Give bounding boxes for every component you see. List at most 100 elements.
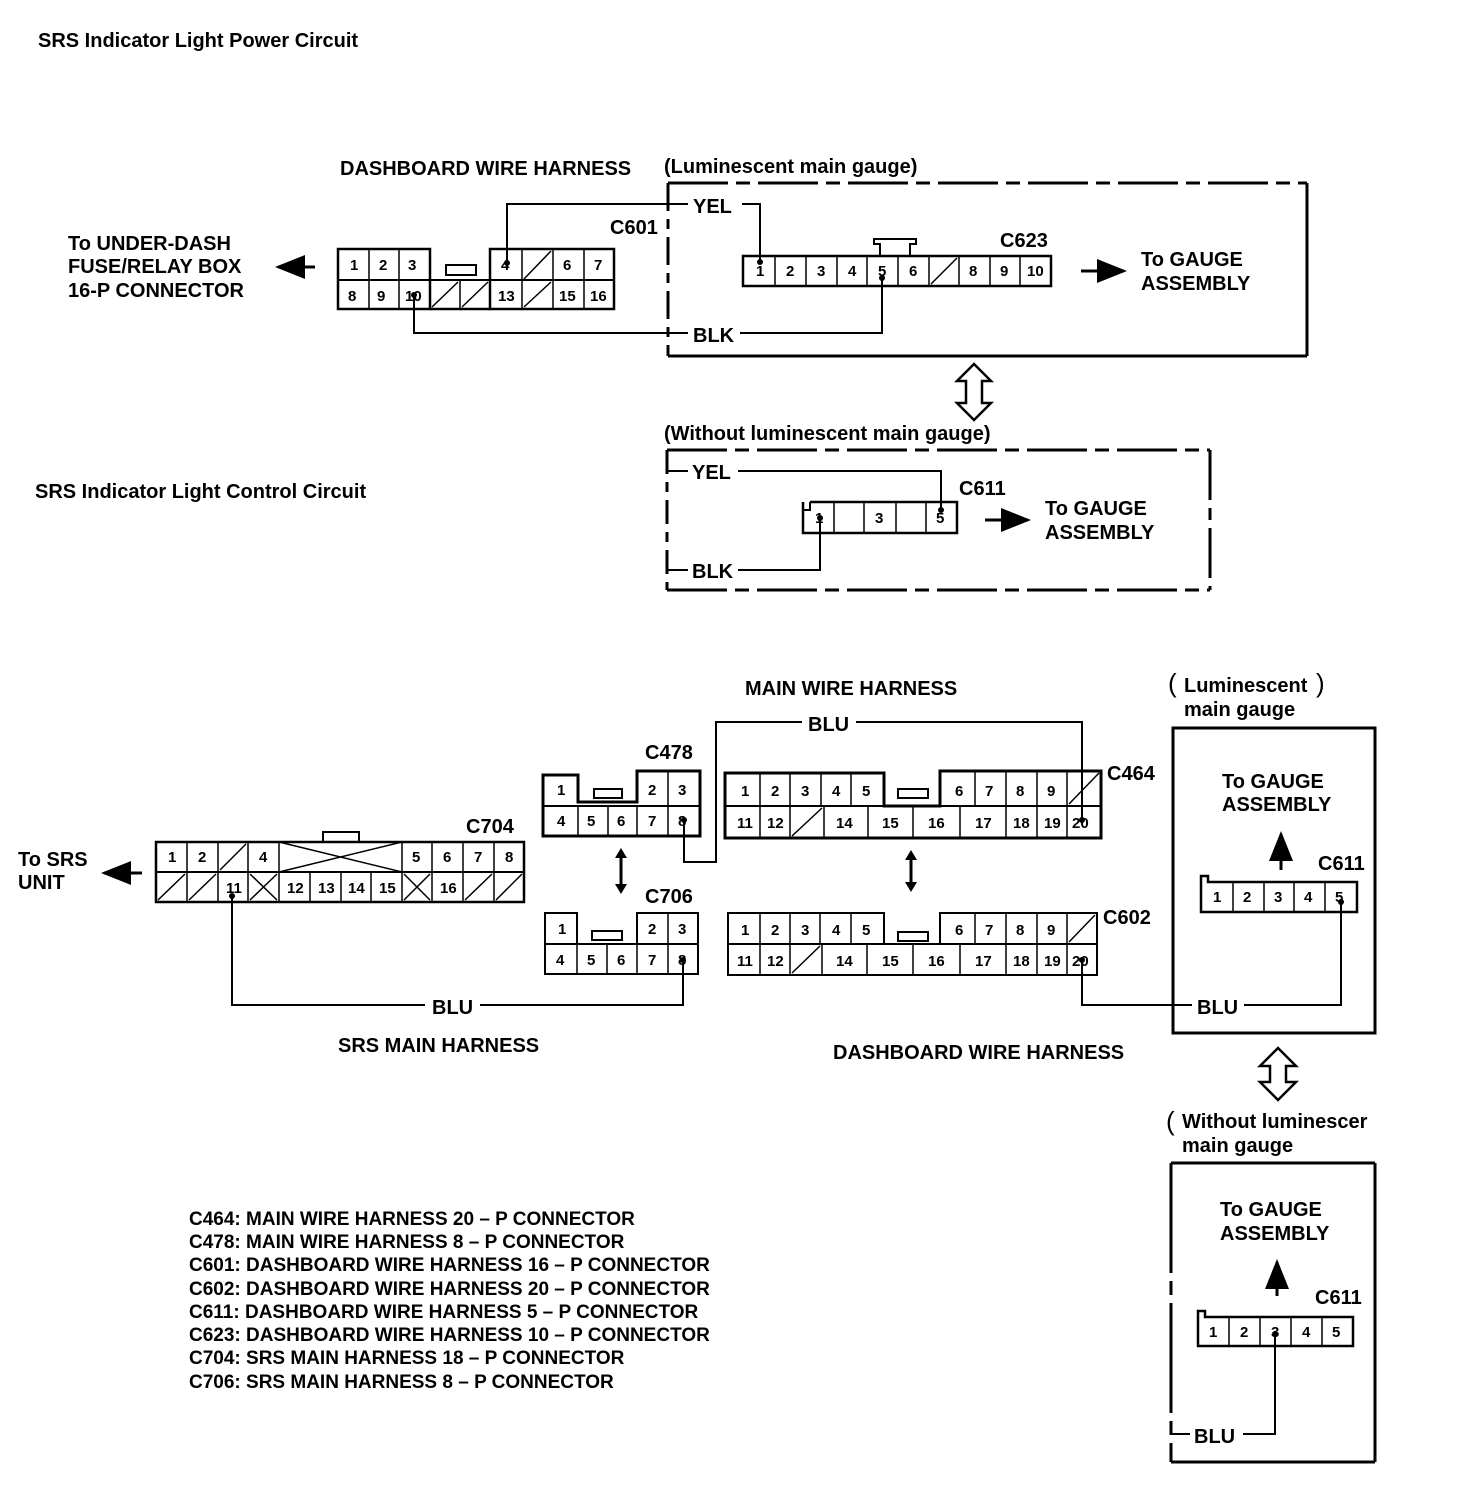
svg-text:4: 4: [259, 849, 268, 866]
to-gauge-right-line1: To GAUGE: [1222, 771, 1324, 793]
svg-text:6: 6: [563, 257, 571, 274]
c704-label: C704: [466, 816, 515, 838]
svg-text:8: 8: [1016, 783, 1024, 800]
blk-wire-top: [413, 278, 883, 334]
svg-text:7: 7: [985, 922, 993, 939]
svg-text:6: 6: [909, 263, 917, 280]
blk-label-top: BLK: [693, 325, 735, 347]
to-srs-line2: UNIT: [18, 872, 65, 894]
c464-connector: [723, 769, 1103, 840]
svg-text:9: 9: [1047, 783, 1055, 800]
luminescent-gauge-label: (Luminescent main gauge): [664, 156, 917, 178]
c706-pin8-dot: [680, 957, 686, 963]
svg-text:1: 1: [1213, 889, 1221, 906]
svg-text:3: 3: [801, 783, 809, 800]
blu-label-main: BLU: [808, 714, 849, 736]
svg-text:12: 12: [767, 815, 784, 832]
c623-label: C623: [1000, 230, 1048, 252]
without-line2: main gauge: [1182, 1135, 1293, 1157]
c623-pin1-dot: [757, 259, 763, 265]
svg-text:1: 1: [756, 263, 764, 280]
svg-text:14: 14: [836, 953, 853, 970]
c611-pin1-dot-top: [817, 515, 823, 521]
blu-label-dashboard: BLU: [1197, 997, 1238, 1019]
svg-text:7: 7: [648, 813, 656, 830]
c478-pin8-dot: [681, 817, 687, 823]
paren-close-1: ): [1316, 668, 1325, 698]
svg-text:8: 8: [505, 849, 513, 866]
svg-text:15: 15: [882, 953, 899, 970]
svg-text:9: 9: [1047, 922, 1055, 939]
svg-text:4: 4: [848, 263, 857, 280]
to-gauge-bottom-line1: To GAUGE: [1220, 1199, 1322, 1221]
svg-text:19: 19: [1044, 953, 1061, 970]
paren-open-1: (: [1168, 668, 1177, 698]
c704-connector: [154, 840, 526, 904]
svg-text:8: 8: [348, 288, 356, 305]
svg-text:10: 10: [1027, 263, 1044, 280]
to-gauge-top-line1: To GAUGE: [1141, 249, 1243, 271]
blu-wire-srs-harness: [231, 896, 684, 1006]
svg-text:5: 5: [587, 952, 595, 969]
c704-lock: [322, 831, 360, 843]
svg-text:19: 19: [1044, 815, 1061, 832]
double-arrow-c464-c602: [905, 850, 917, 892]
svg-text:2: 2: [648, 921, 656, 938]
c464-pin20-dot: [1079, 817, 1085, 823]
legend-item: C478: MAIN WIRE HARNESS 8 – P CONNECTOR: [189, 1232, 625, 1253]
control-circuit-title: SRS Indicator Light Control Circuit: [35, 481, 366, 503]
svg-text:9: 9: [377, 288, 385, 305]
svg-text:2: 2: [771, 783, 779, 800]
svg-text:14: 14: [348, 880, 365, 897]
svg-text:3: 3: [678, 921, 686, 938]
luminescent-gauge-box-top: [666, 181, 1309, 358]
c601-connector: [336, 247, 616, 311]
dashboard-wire-harness-label: DASHBOARD WIRE HARNESS: [340, 158, 631, 180]
c602-pin20-dot: [1079, 957, 1085, 963]
c611-pin5-dot-right: [1338, 899, 1344, 905]
legend-item: C602: DASHBOARD WIRE HARNESS 20 – P CONN…: [189, 1279, 710, 1300]
svg-text:5: 5: [862, 922, 870, 939]
luminescent-gauge-box-right: [1171, 726, 1377, 1035]
double-arrow-c478-c706: [615, 848, 627, 894]
paren-open-2: (: [1166, 1106, 1175, 1136]
svg-text:7: 7: [474, 849, 482, 866]
svg-text:14: 14: [836, 815, 853, 832]
blu-wire-bottom: [1171, 1334, 1276, 1435]
to-gauge-top-line2: ASSEMBLY: [1141, 273, 1251, 295]
svg-text:1: 1: [741, 783, 749, 800]
c602-connector: [727, 912, 1098, 976]
svg-text:7: 7: [985, 783, 993, 800]
svg-text:12: 12: [287, 880, 304, 897]
c601-pin4-dot: [504, 260, 510, 266]
svg-text:13: 13: [318, 880, 335, 897]
blk-label-mid: BLK: [692, 561, 734, 583]
blk-wire-mid: [667, 518, 821, 571]
svg-text:4: 4: [556, 952, 565, 969]
svg-text:17: 17: [975, 815, 992, 832]
svg-text:7: 7: [648, 952, 656, 969]
to-gauge-mid-line1: To GAUGE: [1045, 498, 1147, 520]
to-under-dash-line2: FUSE/RELAY BOX: [68, 256, 242, 278]
svg-text:3: 3: [678, 782, 686, 799]
without-luminescent-box-top: [665, 448, 1212, 592]
svg-text:1: 1: [557, 782, 565, 799]
c611-connector-bottom: [1196, 1309, 1355, 1348]
c602-label: C602: [1103, 907, 1151, 929]
svg-text:5: 5: [1332, 1324, 1340, 1341]
svg-text:3: 3: [875, 510, 883, 527]
blu-wire-main-harness: [683, 721, 1083, 863]
yel-wire-mid: [667, 470, 942, 510]
svg-text:4: 4: [1304, 889, 1313, 906]
svg-text:4: 4: [557, 813, 566, 830]
svg-text:2: 2: [648, 782, 656, 799]
svg-text:5: 5: [587, 813, 595, 830]
svg-text:1: 1: [558, 921, 566, 938]
svg-text:1: 1: [168, 849, 176, 866]
c464-label: C464: [1107, 763, 1156, 785]
svg-text:5: 5: [1335, 889, 1343, 906]
svg-text:6: 6: [617, 813, 625, 830]
